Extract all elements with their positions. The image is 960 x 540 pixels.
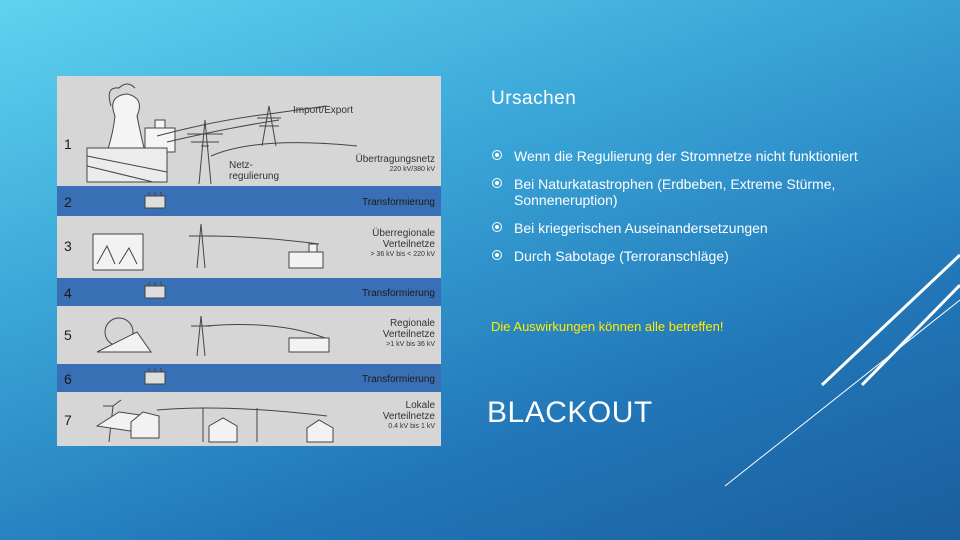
bullet-icon [492,222,502,232]
row-label: Transformierung [362,374,435,385]
list-item: Durch Sabotage (Terroranschläge) [492,248,872,264]
list-item-text: Bei kriegerischen Auseinandersetzungen [514,220,768,236]
bullet-icon [492,178,502,188]
row-number: 2 [64,194,72,210]
grid-row-5: 5 Regionale Verteilnetze >1 kV bis 36 kV [57,306,441,364]
power-plant-icon [86,83,176,183]
grid-row-2: 2 Transformierung [57,186,441,216]
grid-row-6: 6 Transformierung [57,364,441,392]
section-title: Ursachen [491,88,577,109]
row-label: Regionale Verteilnetze >1 kV bis 36 kV [382,318,435,348]
wind-generator-icon [96,315,330,357]
netzregulierung-label: Netz- regulierung [229,160,280,182]
import-export-label: Import/Export [293,105,354,116]
grid-row-4: 4 Transformierung [57,278,441,306]
row-number: 1 [64,136,72,152]
transmission-tower-icon [156,105,358,185]
row-label: Transformierung [362,197,435,208]
row-label: Transformierung [362,288,435,299]
bullet-icon [492,150,502,160]
list-item-text: Durch Sabotage (Terroranschläge) [514,248,729,264]
row-number: 5 [64,327,72,343]
list-item-text: Bei Naturkatastrophen (Erdbeben, Extreme… [514,176,836,208]
list-item-text: Wenn die Regulierung der Stromnetze nich… [514,148,858,164]
row-number: 4 [64,285,72,301]
list-item: Bei kriegerischen Auseinandersetzungen [492,220,872,236]
cause-list: Wenn die Regulierung der Stromnetze nich… [492,148,872,264]
row-label: Lokale Verteilnetze 0.4 kV bis 1 kV [382,400,435,430]
list-item: Bei Naturkatastrophen (Erdbeben, Extreme… [492,176,872,208]
list-item: Wenn die Regulierung der Stromnetze nich… [492,148,872,164]
power-grid-diagram: 1 Import/Export Netz- regulierung Übertr… [57,76,441,446]
transformer-icon [144,192,166,385]
bullet-icon [492,250,502,260]
headline: BLACKOUT [487,396,653,429]
row-label: Übertragungsnetz 220 kV/380 kV [355,154,436,173]
row-label: Überregionale Verteilnetze > 36 kV bis <… [370,228,435,258]
factory-icon [92,223,324,271]
row-number: 7 [64,412,72,428]
impact-statement: Die Auswirkungen können alle betreffen! [491,319,724,334]
grid-illustrations [86,83,358,443]
houses-icon [95,399,334,443]
row-number: 3 [64,238,72,254]
row-number: 6 [64,371,72,387]
